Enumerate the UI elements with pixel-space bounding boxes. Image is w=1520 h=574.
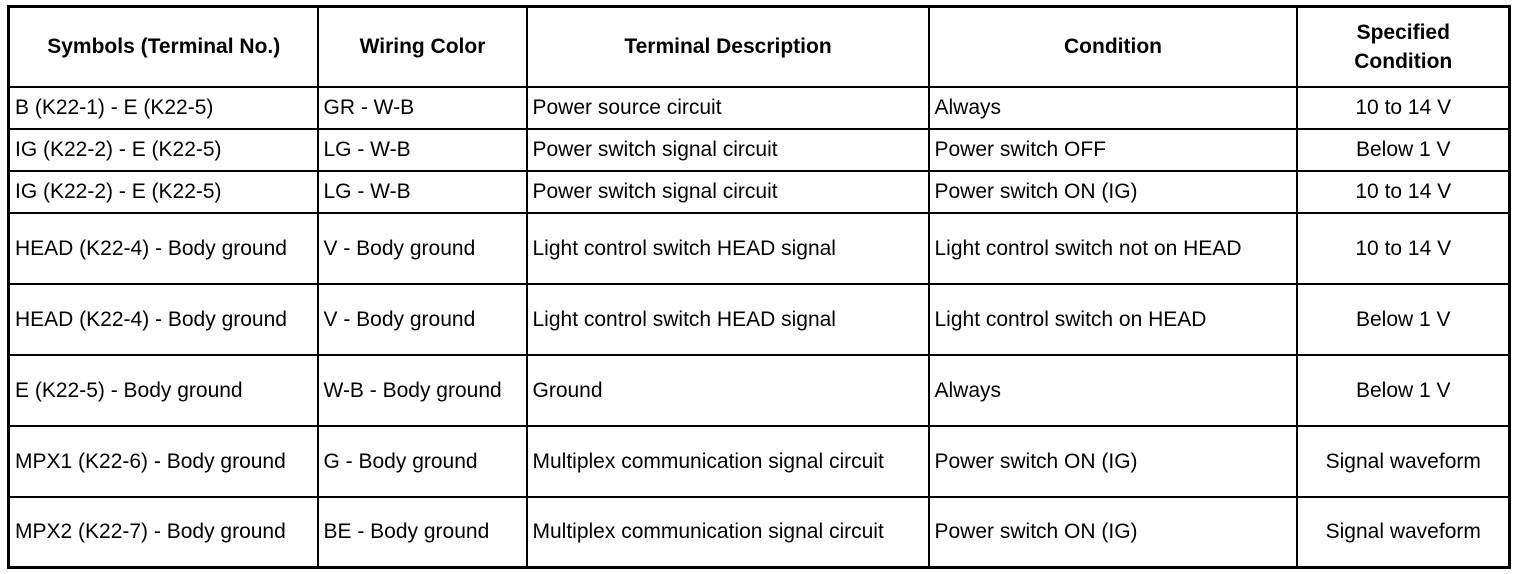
symbols-cell: E (K22-5) - Body ground <box>7 353 319 427</box>
terminal-description-cell: Multiplex communication signal circuit <box>525 424 930 498</box>
header-condition: Condition <box>927 5 1298 88</box>
symbols-cell: MPX1 (K22-6) - Body ground <box>7 424 319 498</box>
specified-condition-cell: Below 1 V <box>1295 353 1511 427</box>
terminal-description-cell: Ground <box>525 353 930 427</box>
symbols-cell: IG (K22-2) - E (K22-5) <box>7 127 319 172</box>
specified-condition-cell: 10 to 14 V <box>1295 211 1511 285</box>
wiring-color-cell: V - Body ground <box>316 282 528 356</box>
table-row: MPX1 (K22-6) - Body ground G - Body grou… <box>7 424 1511 498</box>
header-specified-condition-text: Specified Condition <box>1354 20 1453 73</box>
specified-condition-cell: 10 to 14 V <box>1295 85 1511 130</box>
condition-cell: Power switch ON (IG) <box>927 169 1298 214</box>
wiring-color-cell: LG - W-B <box>316 169 528 214</box>
symbols-cell: IG (K22-2) - E (K22-5) <box>7 169 319 214</box>
specified-condition-cell: Below 1 V <box>1295 282 1511 356</box>
symbols-cell: HEAD (K22-4) - Body ground <box>7 211 319 285</box>
specified-condition-cell: Signal waveform <box>1295 495 1511 569</box>
terminal-table-container: Symbols (Terminal No.) Wiring Color Term… <box>7 5 1511 569</box>
condition-cell: Always <box>927 85 1298 130</box>
table-row: E (K22-5) - Body ground W-B - Body groun… <box>7 353 1511 427</box>
table-row: HEAD (K22-4) - Body ground V - Body grou… <box>7 211 1511 285</box>
wiring-color-cell: W-B - Body ground <box>316 353 528 427</box>
terminal-description-cell: Multiplex communication signal circuit <box>525 495 930 569</box>
header-wiring-color: Wiring Color <box>316 5 528 88</box>
table-row: B (K22-1) - E (K22-5) GR - W-B Power sou… <box>7 85 1511 130</box>
table-row: IG (K22-2) - E (K22-5) LG - W-B Power sw… <box>7 169 1511 214</box>
terminal-description-cell: Power source circuit <box>525 85 930 130</box>
terminal-description-cell: Power switch signal circuit <box>525 127 930 172</box>
symbols-cell: MPX2 (K22-7) - Body ground <box>7 495 319 569</box>
condition-cell: Power switch OFF <box>927 127 1298 172</box>
terminal-description-cell: Power switch signal circuit <box>525 169 930 214</box>
terminal-description-cell: Light control switch HEAD signal <box>525 211 930 285</box>
wiring-color-cell: G - Body ground <box>316 424 528 498</box>
condition-cell: Light control switch on HEAD <box>927 282 1298 356</box>
condition-cell: Always <box>927 353 1298 427</box>
condition-cell: Light control switch not on HEAD <box>927 211 1298 285</box>
table-row: MPX2 (K22-7) - Body ground BE - Body gro… <box>7 495 1511 569</box>
condition-cell: Power switch ON (IG) <box>927 424 1298 498</box>
wiring-color-cell: LG - W-B <box>316 127 528 172</box>
wiring-color-cell: V - Body ground <box>316 211 528 285</box>
table-row: IG (K22-2) - E (K22-5) LG - W-B Power sw… <box>7 127 1511 172</box>
terminal-description-cell: Light control switch HEAD signal <box>525 282 930 356</box>
header-symbols: Symbols (Terminal No.) <box>7 5 319 88</box>
specified-condition-cell: Below 1 V <box>1295 127 1511 172</box>
header-specified-condition: Specified Condition <box>1295 5 1511 88</box>
terminal-specification-table: Symbols (Terminal No.) Wiring Color Term… <box>7 5 1511 569</box>
condition-cell: Power switch ON (IG) <box>927 495 1298 569</box>
header-terminal-description: Terminal Description <box>525 5 930 88</box>
wiring-color-cell: BE - Body ground <box>316 495 528 569</box>
specified-condition-cell: Signal waveform <box>1295 424 1511 498</box>
table-row: HEAD (K22-4) - Body ground V - Body grou… <box>7 282 1511 356</box>
header-row: Symbols (Terminal No.) Wiring Color Term… <box>7 5 1511 88</box>
symbols-cell: B (K22-1) - E (K22-5) <box>7 85 319 130</box>
specified-condition-cell: 10 to 14 V <box>1295 169 1511 214</box>
symbols-cell: HEAD (K22-4) - Body ground <box>7 282 319 356</box>
wiring-color-cell: GR - W-B <box>316 85 528 130</box>
